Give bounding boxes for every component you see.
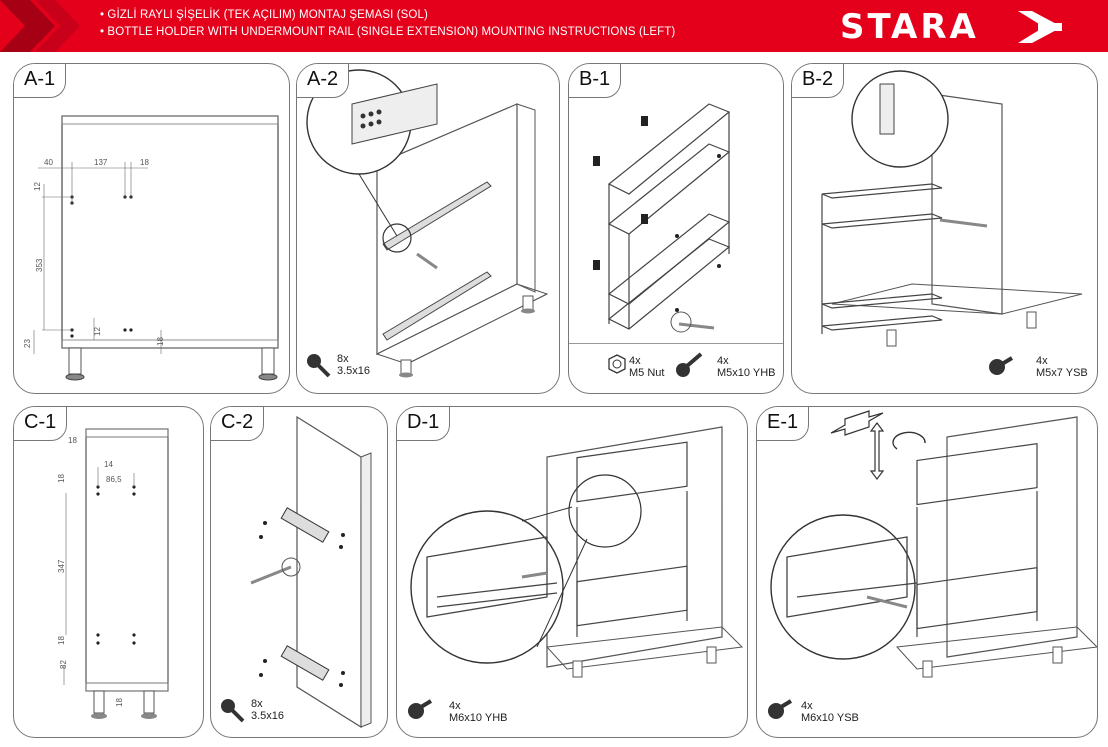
screw-icon	[989, 356, 1014, 375]
parts-footer	[569, 343, 783, 393]
brand-name: STARA	[840, 7, 979, 47]
screw-spec: 3.5x16	[337, 365, 371, 377]
dim-18d: 18	[115, 698, 124, 707]
nut-qty: 4x	[629, 355, 641, 367]
title-turkish: • GİZLİ RAYLI ŞİŞELİK (TEK AÇILIM) MONTA…	[100, 9, 428, 21]
panel-a1: 40 137 18 12 353 23 12 18 A-1	[13, 63, 290, 394]
screw-spec: 3.5x16	[251, 710, 285, 722]
step-label-a2: A-2	[297, 64, 350, 98]
brand-x-mark	[1018, 11, 1062, 43]
panel-a2: A-2 8x 3.5x16	[296, 63, 560, 394]
screw-qty: 8x	[251, 698, 263, 710]
screw-qty: 4x	[801, 700, 813, 712]
screw-icon	[221, 699, 245, 723]
dim-40: 40	[44, 158, 53, 167]
basket-rail-fixing-illustration	[821, 70, 1083, 347]
dim-18b: 18	[57, 474, 66, 483]
step-label-d1: D-1	[397, 407, 451, 441]
step-label-a1: A-1	[14, 64, 67, 98]
bolt-qty: 4x	[449, 700, 461, 712]
cabinet-drilling-diagram: 40 137 18 12 353 23 12 18	[23, 115, 279, 381]
screw-spec: M5x7 YSB	[1036, 367, 1088, 379]
chevron-decoration	[0, 0, 80, 52]
screw-icon	[768, 699, 793, 719]
panel-d1: D-1 4x M6x10 YHB	[396, 406, 748, 738]
panel-c1: 18 14 86,5 18 347 18 82 18 C-1	[13, 406, 204, 738]
nut-icon	[608, 354, 626, 374]
step-label-b1: B-1	[569, 64, 622, 98]
adjustment-illustration	[770, 410, 1097, 678]
bolt-icon	[408, 699, 433, 719]
dim-14: 14	[104, 460, 113, 469]
dim-18b: 18	[156, 337, 165, 346]
dim-23: 23	[23, 339, 32, 348]
screw-qty: 4x	[1036, 355, 1048, 367]
dim-86-5: 86,5	[106, 475, 122, 484]
starax-logo: STARA	[840, 5, 1080, 47]
step-label-b2: B-2	[792, 64, 845, 98]
step-label-c2: C-2	[211, 407, 265, 441]
step-label-e1: E-1	[757, 407, 810, 441]
header-bar: • GİZLİ RAYLI ŞİŞELİK (TEK AÇILIM) MONTA…	[0, 0, 1108, 52]
nut-spec: M5 Nut	[629, 367, 665, 379]
panel-e1: E-1 4x M6x10 YSB	[756, 406, 1098, 738]
dim-137: 137	[94, 158, 108, 167]
screw-qty: 8x	[337, 353, 349, 365]
bolt-icon	[676, 352, 703, 377]
dim-353: 353	[35, 258, 44, 272]
bolt-spec: M5x10 YHB	[717, 367, 776, 379]
side-panel-drilling-diagram: 18 14 86,5 18 347 18 82 18	[57, 428, 169, 719]
panel-b1: B-1 4x M5 Nut 4x M5x10 YHB	[568, 63, 784, 394]
bolt-qty: 4x	[717, 355, 729, 367]
screw-icon	[307, 354, 331, 378]
panel-b2: B-2 4x M5x7 YSB	[791, 63, 1098, 394]
basket-assembly-illustration	[593, 103, 731, 333]
step-label-c1: C-1	[14, 407, 68, 441]
dim-82: 82	[59, 660, 68, 669]
screw-spec: M6x10 YSB	[801, 712, 859, 724]
dim-18: 18	[140, 158, 149, 167]
dim-18: 18	[68, 436, 77, 445]
dim-347: 347	[57, 559, 66, 573]
title-english: • BOTTLE HOLDER WITH UNDERMOUNT RAIL (SI…	[100, 26, 676, 38]
basket-install-illustration	[410, 426, 744, 678]
dim-12b: 12	[93, 327, 102, 336]
dim-12: 12	[33, 182, 42, 191]
bolt-spec: M6x10 YHB	[449, 712, 508, 724]
rail-mount-illustration	[306, 69, 549, 378]
panel-c2: C-2 8x 3.5x16	[210, 406, 388, 738]
bracket-mount-illustration	[250, 415, 372, 729]
dim-18c: 18	[57, 636, 66, 645]
